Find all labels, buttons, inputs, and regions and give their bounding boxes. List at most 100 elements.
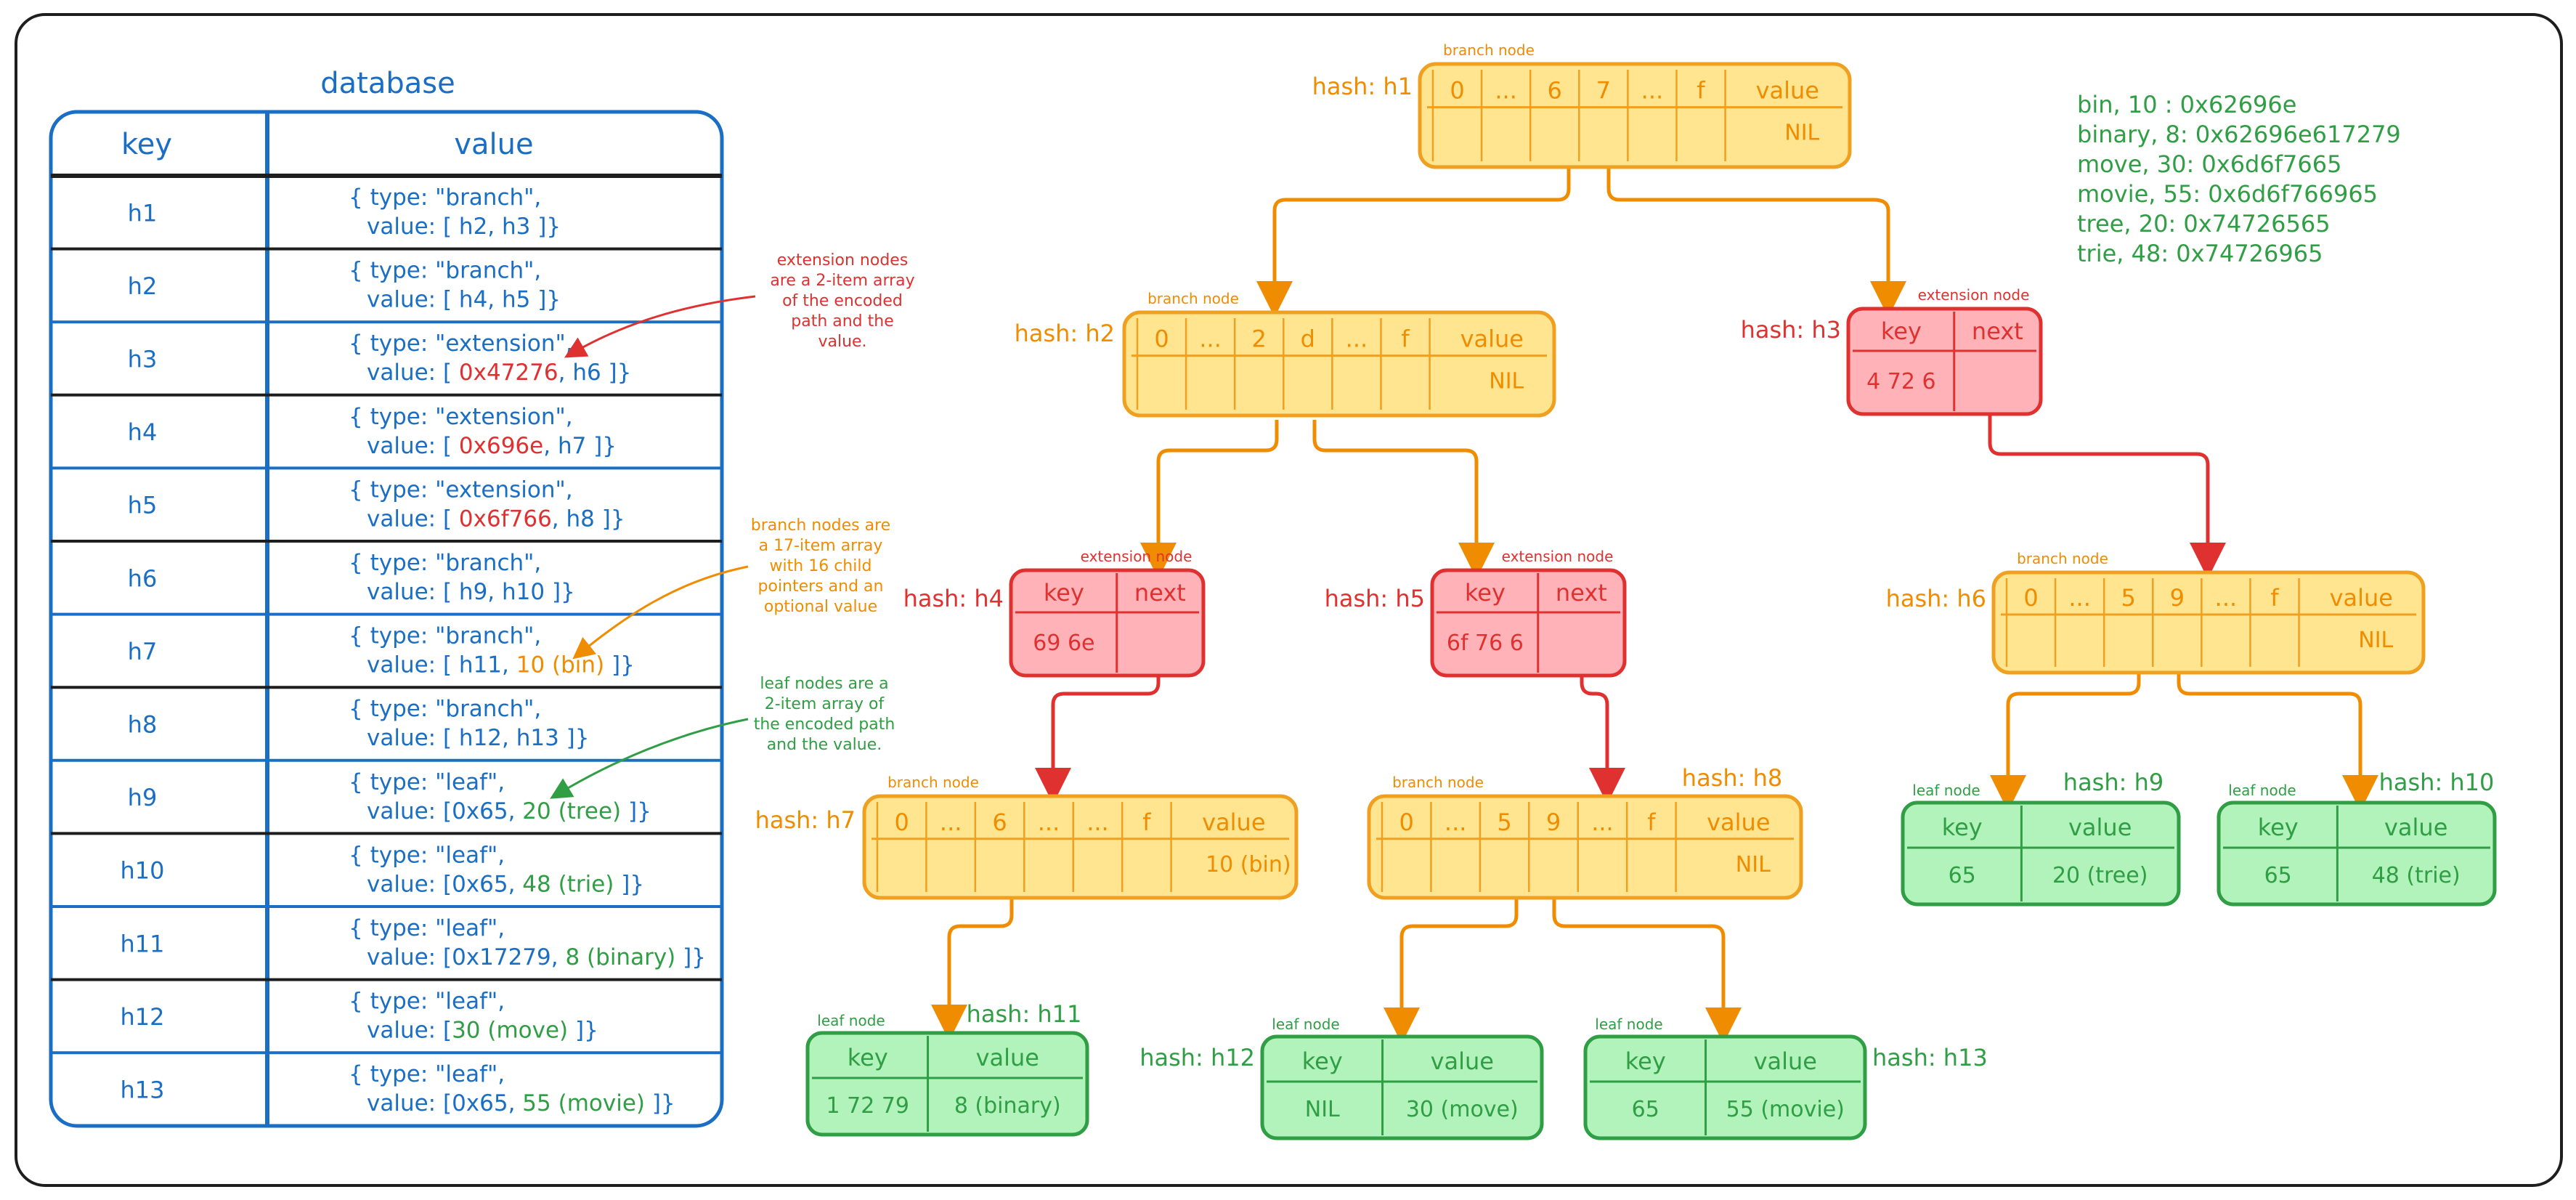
row-value-segment: 0x47276 bbox=[459, 360, 558, 386]
extension-node-box bbox=[1846, 307, 2043, 416]
row-key: h5 bbox=[128, 492, 158, 519]
table-row: h11{ type: "leaf",value: [0x17279, 8 (bi… bbox=[51, 905, 722, 970]
row-value-line: value: [ 0x6f766, h8 ]} bbox=[367, 506, 625, 532]
row-value-line: value: [0x65, 55 (movie) ]} bbox=[367, 1090, 675, 1116]
node-hash-label: hash: h9 bbox=[2063, 769, 2163, 796]
branch-slot-label: 6 bbox=[1548, 77, 1562, 105]
branch-slot-label: f bbox=[1697, 77, 1705, 105]
row-value-line: value: [ 0x696e, h7 ]} bbox=[367, 433, 617, 459]
node-type-label: branch node bbox=[1392, 774, 1484, 791]
row-value-line: { type: "leaf", bbox=[349, 915, 505, 941]
row-value-line: { type: "branch", bbox=[349, 258, 541, 284]
leaf-value-header: value bbox=[2068, 814, 2132, 841]
row-value-segment: { type: "extension", bbox=[349, 331, 573, 357]
branch-value-header: value bbox=[2330, 584, 2393, 612]
branch-value-header: value bbox=[1707, 808, 1770, 836]
row-key: h9 bbox=[128, 784, 158, 811]
row-value-segment: ]} bbox=[675, 944, 706, 970]
row-value-line: { type: "leaf", bbox=[349, 842, 505, 868]
branch-value: NIL bbox=[1784, 121, 1819, 146]
row-value-segment: value: [0x65, bbox=[367, 1090, 522, 1116]
branch-slot-label: f bbox=[1647, 808, 1656, 836]
leaf-value-header: value bbox=[976, 1044, 1039, 1071]
leaf-key: 65 bbox=[2264, 863, 2292, 888]
row-key: h12 bbox=[121, 1003, 165, 1031]
row-value-line: value: [ h2, h3 ]} bbox=[367, 214, 561, 240]
table-row: h4{ type: "extension",value: [ 0x696e, h… bbox=[51, 393, 722, 459]
row-value-line: value: [ h9, h10 ]} bbox=[367, 579, 575, 605]
row-value-segment: value: [ h12, h13 ]} bbox=[367, 725, 590, 751]
row-value-segment: ]} bbox=[604, 652, 635, 678]
branch-slot-label: 0 bbox=[1399, 808, 1414, 836]
branch-slot-label: ... bbox=[1346, 325, 1368, 353]
branch-slot-label: 6 bbox=[992, 808, 1007, 836]
table-row: h10{ type: "leaf",value: [0x65, 48 (trie… bbox=[51, 832, 722, 897]
branch-value: NIL bbox=[1489, 369, 1524, 394]
branch-slot-label: 5 bbox=[1497, 808, 1511, 836]
table-row: h12 { type: "leaf", value: [30 (move) ]} bbox=[51, 978, 722, 1044]
branch-note-line: branch nodes are bbox=[751, 516, 890, 535]
leaf-node-box bbox=[1583, 1034, 1867, 1140]
leaf-note-line: and the value. bbox=[767, 736, 882, 754]
extension-key: 4 72 6 bbox=[1866, 369, 1935, 394]
row-value-segment: value: [ bbox=[367, 1018, 452, 1044]
database-header-value: value bbox=[454, 128, 533, 161]
extension-note: extension nodes are a 2-item array of th… bbox=[564, 251, 915, 358]
database-header-key: key bbox=[121, 128, 172, 161]
row-value-line: { type: "leaf", bbox=[349, 989, 505, 1015]
leaf-key-header: key bbox=[1625, 1047, 1666, 1075]
encoding-legend: bin, 10 : 0x62696e binary, 8: 0x62696e61… bbox=[2077, 91, 2401, 267]
row-value-segment: { type: "branch", bbox=[349, 696, 541, 722]
edge-h6-h9 bbox=[1990, 631, 2141, 811]
leaf-node-box bbox=[805, 1031, 1089, 1137]
branch-slot-label: ... bbox=[940, 808, 962, 836]
branch-value: NIL bbox=[1736, 852, 1771, 877]
row-value-segment: value: [0x65, bbox=[367, 798, 522, 824]
branch-note-line: a 17-item array bbox=[759, 537, 883, 555]
extension-note-line: extension nodes bbox=[777, 251, 909, 269]
row-value-line: value: [30 (move) ]} bbox=[367, 1018, 598, 1044]
leaf-key: 1 72 79 bbox=[826, 1093, 910, 1119]
edge-h3-h6 bbox=[1988, 369, 2226, 579]
branch-slot-label: f bbox=[1142, 808, 1151, 836]
edge-h1-h2 bbox=[1256, 127, 1571, 317]
node-hash-label: hash: h2 bbox=[1015, 320, 1115, 347]
row-value-line: value: [ h12, h13 ]} bbox=[367, 725, 590, 751]
legend-line: tree, 20: 0x74726565 bbox=[2077, 210, 2331, 238]
row-value-segment: { type: "extension", bbox=[349, 477, 573, 503]
extension-node-box bbox=[1430, 568, 1627, 678]
row-value-segment: 20 (tree) bbox=[522, 798, 621, 824]
branch-slot-label: ... bbox=[1445, 808, 1467, 836]
branch-slot-label: f bbox=[2270, 584, 2279, 612]
row-value-segment: 0x6f766 bbox=[459, 506, 552, 532]
branch-value-header: value bbox=[1202, 808, 1265, 836]
node-type-label: leaf node bbox=[1272, 1015, 1339, 1033]
legend-line: bin, 10 : 0x62696e bbox=[2077, 91, 2296, 118]
edge-h1-h3 bbox=[1606, 127, 1906, 317]
legend-line: binary, 8: 0x62696e617279 bbox=[2077, 121, 2401, 148]
node-hash-label: hash: h8 bbox=[1682, 764, 1782, 792]
branch-note-line: with 16 child bbox=[770, 557, 872, 575]
extension-key-header: key bbox=[1465, 579, 1506, 607]
branch-slot-label: 0 bbox=[1154, 325, 1169, 353]
extension-key: 69 6e bbox=[1033, 631, 1094, 656]
branch-slot-label: ... bbox=[1495, 77, 1517, 105]
tree-connectors bbox=[931, 127, 2378, 1044]
branch-slot-label: ... bbox=[1591, 808, 1614, 836]
row-value-line: { type: "leaf", bbox=[349, 1061, 505, 1087]
leaf-note-line: the encoded path bbox=[754, 715, 895, 734]
node-type-label: branch node bbox=[887, 774, 979, 791]
row-value-segment: 0x696e bbox=[459, 433, 543, 459]
table-row: h6{ type: "branch",value: [ h9, h10 ]} bbox=[51, 540, 722, 605]
row-value-segment: ]} bbox=[645, 1090, 675, 1116]
row-value-segment: value: [0x17279, bbox=[367, 944, 565, 970]
edge-h4-h7 bbox=[1035, 633, 1161, 804]
leaf-value-header: value bbox=[2384, 814, 2447, 841]
row-key: h10 bbox=[121, 857, 165, 885]
row-value-line: value: [ 0x47276, h6 ]} bbox=[367, 360, 631, 386]
table-row: h5 { type: "extension", value: [ 0x6f766, … bbox=[51, 466, 722, 532]
